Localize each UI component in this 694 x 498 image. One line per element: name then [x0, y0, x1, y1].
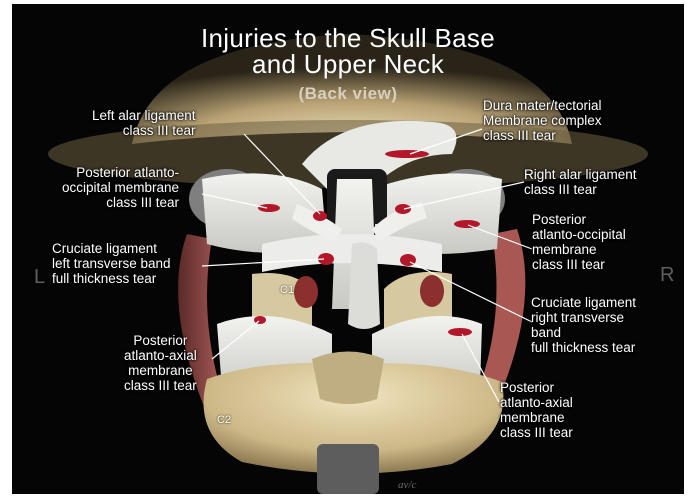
c1-left-facet: [294, 276, 318, 308]
label-cruciate-right: Cruciate ligament right transverse band …: [531, 295, 636, 355]
label-cruciate-left: Cruciate ligament left transverse band f…: [52, 241, 171, 286]
label-dura: Dura mater/tectorial Membrane complex cl…: [483, 98, 602, 143]
label-left-alar: Left alar ligament class III tear: [92, 108, 196, 138]
label-post-aa-right: Posterior atlanto-axial membrane class I…: [500, 380, 573, 440]
c2-label: C2: [217, 414, 231, 426]
c2-lower-shadow: [317, 444, 379, 494]
tear-right-post-aa: [448, 328, 472, 336]
illustration-canvas: Injuries to the Skull Base and Upper Nec…: [12, 4, 684, 494]
artist-signature: av/c: [398, 479, 416, 491]
tear-left-alar: [313, 211, 327, 221]
tear-left-post-ao: [258, 204, 280, 212]
label-post-aa-left: Posterior atlanto-axial membrane class I…: [124, 333, 197, 393]
c1-right-facet: [420, 275, 444, 307]
c1-label: C1: [280, 284, 294, 296]
label-right-alar: Right alar ligament class III tear: [524, 167, 637, 197]
title-line-1: Injuries to the Skull Base: [12, 25, 684, 51]
tear-right-post-ao: [454, 220, 480, 228]
label-post-ao-left: Posterior atlanto- occipital membrane cl…: [62, 165, 179, 210]
c2-spinous-process: [312, 352, 384, 405]
left-side-label: L: [34, 266, 45, 289]
label-post-ao-right: Posterior atlanto-occipital membrane cla…: [532, 212, 626, 272]
dens: [348, 242, 380, 329]
title-line-2: and Upper Neck: [12, 51, 684, 77]
right-side-label: R: [660, 264, 674, 287]
tear-right-alar: [395, 204, 411, 214]
tear-dura: [385, 150, 429, 158]
tear-left-post-aa: [254, 316, 266, 324]
